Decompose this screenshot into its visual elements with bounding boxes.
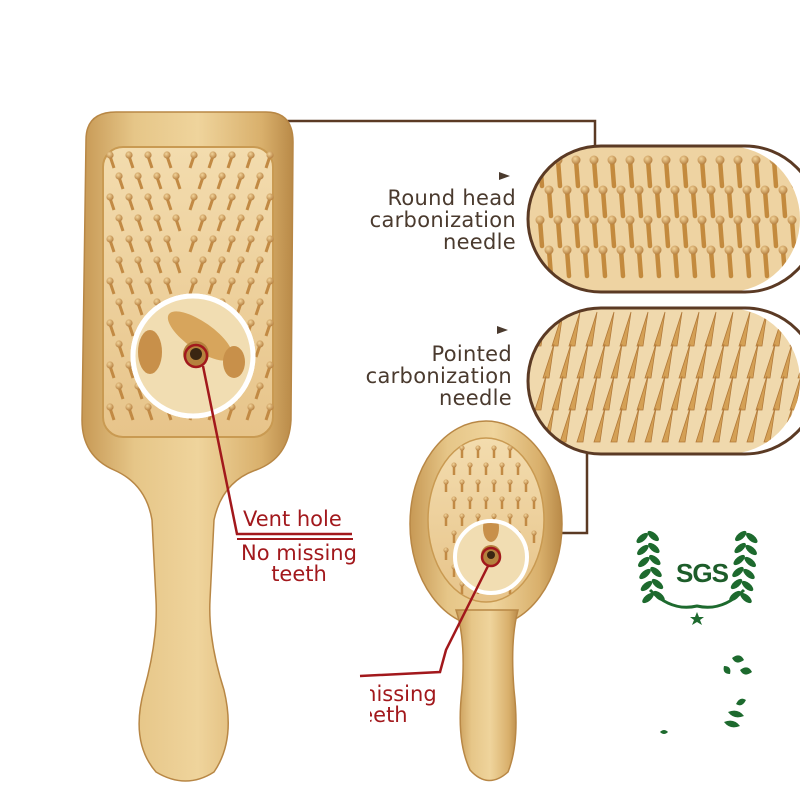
no-missing-teeth-label: No missing teeth — [234, 543, 364, 585]
round-head-line-2: carbonization — [340, 209, 516, 231]
pointed-line-1: Pointed — [340, 343, 512, 365]
pointed-line-2: carbonization — [340, 365, 512, 387]
vent-hole-label: Vent hole — [243, 509, 342, 530]
pointed-closeup — [528, 308, 800, 454]
star-icon — [690, 612, 704, 625]
sgs-badge: SGS — [676, 558, 728, 589]
arrow-right-icon — [497, 326, 508, 334]
no-missing-teeth-line-2: teeth — [234, 564, 364, 585]
no-missing-teeth-line-1: No missing — [234, 543, 364, 564]
leaf-icon — [660, 655, 752, 734]
small-oval-brush — [410, 421, 562, 781]
pointed-line-3: needle — [340, 387, 512, 409]
round-head-line-1: Round head — [340, 187, 516, 209]
round-head-closeup — [528, 146, 800, 292]
arrow-right-icon — [499, 172, 510, 180]
vent-hole-underline — [237, 538, 353, 540]
round-head-label: Round head carbonization needle — [340, 187, 516, 253]
round-head-line-3: needle — [340, 231, 516, 253]
large-paddle-brush — [82, 112, 293, 781]
pointed-label: Pointed carbonization needle — [340, 343, 512, 409]
